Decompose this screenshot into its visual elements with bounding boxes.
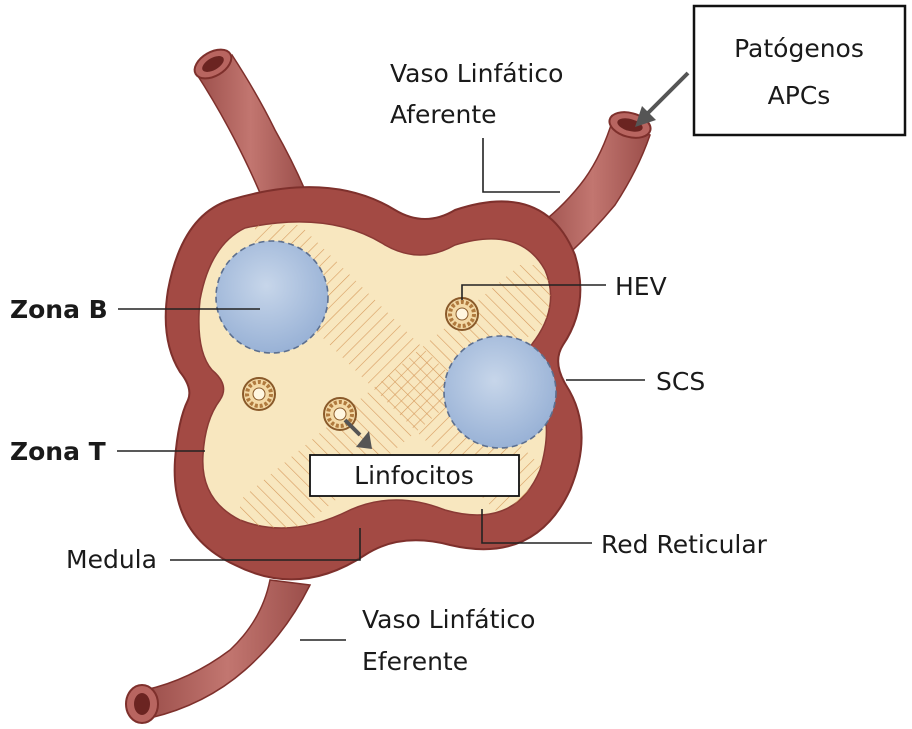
pathogens-label-line2: APCs xyxy=(768,81,831,110)
efferent-label-line1: Vaso Linfático xyxy=(362,605,535,634)
hev-ring xyxy=(446,298,478,330)
zona-b-label: Zona B xyxy=(10,295,108,324)
scs-label: SCS xyxy=(656,367,705,396)
pathogens-box xyxy=(694,6,905,135)
hev-label: HEV xyxy=(615,272,667,301)
follicle-upper-left xyxy=(216,241,328,353)
hev-ring xyxy=(243,378,275,410)
pathogens-label-line1: Patógenos xyxy=(734,34,864,63)
arrow-down-left-icon xyxy=(635,73,688,127)
efferent-vessel xyxy=(126,580,310,723)
efferent-label-line2: Eferente xyxy=(362,647,468,676)
afferent-vessel-left xyxy=(190,44,305,205)
afferent-leader-line xyxy=(483,138,560,192)
reticular-label: Red Reticular xyxy=(601,530,768,559)
afferent-label-line1: Vaso Linfático xyxy=(390,59,563,88)
zona-t-label: Zona T xyxy=(10,437,106,466)
afferent-label-line2: Aferente xyxy=(390,100,497,129)
lymphocytes-label: Linfocitos xyxy=(354,461,474,490)
medula-label: Medula xyxy=(66,545,157,574)
follicle-right xyxy=(444,336,556,448)
